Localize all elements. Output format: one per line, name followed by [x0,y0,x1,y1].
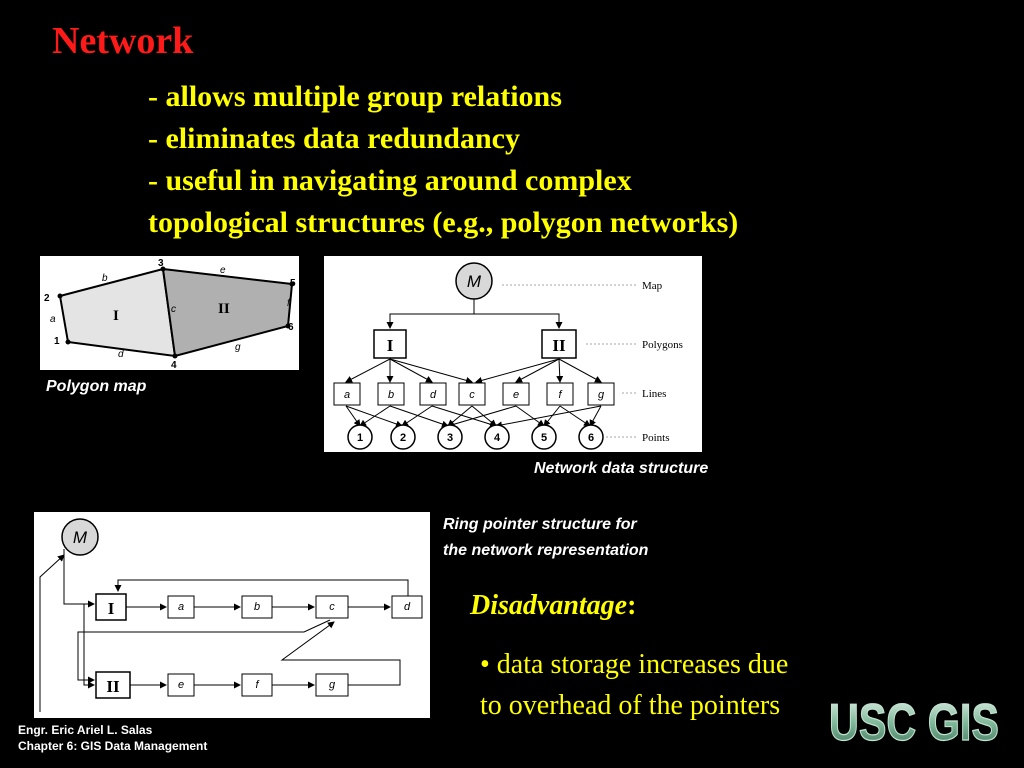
bullet-list: - allows multiple group relations - elim… [148,76,908,244]
line-label: b [102,273,108,284]
ring-line-label: e [178,679,184,691]
ring-line-label: g [329,679,336,691]
line-label: c [171,304,176,315]
footer-chapter: Chapter 6: GIS Data Management [18,739,208,753]
point-label: 4 [171,360,177,370]
polygon-node-label: II [552,336,566,355]
polygon-map-figure: 1 2 3 4 5 6 a b c d e f g I II [40,256,299,371]
level-label: Map [642,280,663,292]
footer-author: Engr. Eric Ariel L. Salas [18,723,153,737]
disadvantage-colon: : [627,590,637,621]
line-node-label: c [469,389,475,401]
line-node-label: e [513,389,519,401]
level-label: Polygons [642,339,683,351]
ring-polygon-label: I [108,599,115,618]
point-label: 3 [158,258,164,269]
line-label: e [220,265,226,276]
disadvantage-text: • data storage increases due to overhead… [480,649,789,721]
ring-pointer-figure: M I II [34,512,430,718]
ring-line-label: a [178,601,184,613]
point-node-label: 3 [447,432,453,444]
polygon-node-label: I [387,336,394,355]
line-node-label: f [558,389,562,401]
ring-caption-line: Ring pointer structure for [443,516,637,533]
line-node-label: d [430,389,437,401]
point-node-label: 1 [357,432,363,444]
ring-line-label: f [255,679,259,691]
level-label: Lines [642,388,666,400]
bullet-item: - useful in navigating around complex [148,164,632,197]
bullet-item: topological structures (e.g., polygon ne… [148,206,739,239]
map-node-label: M [467,272,482,291]
point-label: 5 [290,278,296,289]
line-node-label: g [598,389,605,401]
polygon-label: II [218,301,230,317]
ring-line-label: d [404,601,411,613]
point-label: 6 [288,322,294,333]
point-node-label: 6 [588,432,594,444]
point-label: 1 [54,336,60,347]
line-label: f [287,298,291,309]
line-label: g [235,342,241,353]
polygon-map-caption: Polygon map [46,378,147,395]
network-structure-figure: M [324,256,702,452]
point-node-label: 2 [400,432,406,444]
point-node-label: 5 [541,432,547,444]
slide-title: Network [52,20,194,62]
line-node-label: a [344,389,350,401]
point-label: 2 [44,293,50,304]
disadvantage-heading: Disadvantage: [470,590,636,622]
logo-text: USC GIS [829,694,999,750]
ring-line-label: b [254,601,260,613]
network-structure-caption: Network data structure [534,460,709,477]
line-node-label: b [388,389,394,401]
ring-pointer-caption: Ring pointer structure for the network r… [443,512,648,564]
polygon-label: I [113,308,119,324]
line-label: d [118,349,124,360]
ring-polygon-label: II [106,677,120,696]
disadvantage-title: Disadvantage [470,590,628,621]
ring-line-label: c [329,601,335,613]
bullet-item: - allows multiple group relations [148,80,562,113]
usc-gis-logo: USC GIS [826,690,1002,752]
point-node-label: 4 [494,432,501,444]
line-label: a [50,314,56,325]
bullet-item: - eliminates data redundancy [148,122,520,155]
level-label: Points [642,432,670,444]
ring-caption-line: the network representation [443,542,649,559]
ring-map-node-label: M [73,528,88,547]
footer: Engr. Eric Ariel L. Salas Chapter 6: GIS… [18,722,207,754]
